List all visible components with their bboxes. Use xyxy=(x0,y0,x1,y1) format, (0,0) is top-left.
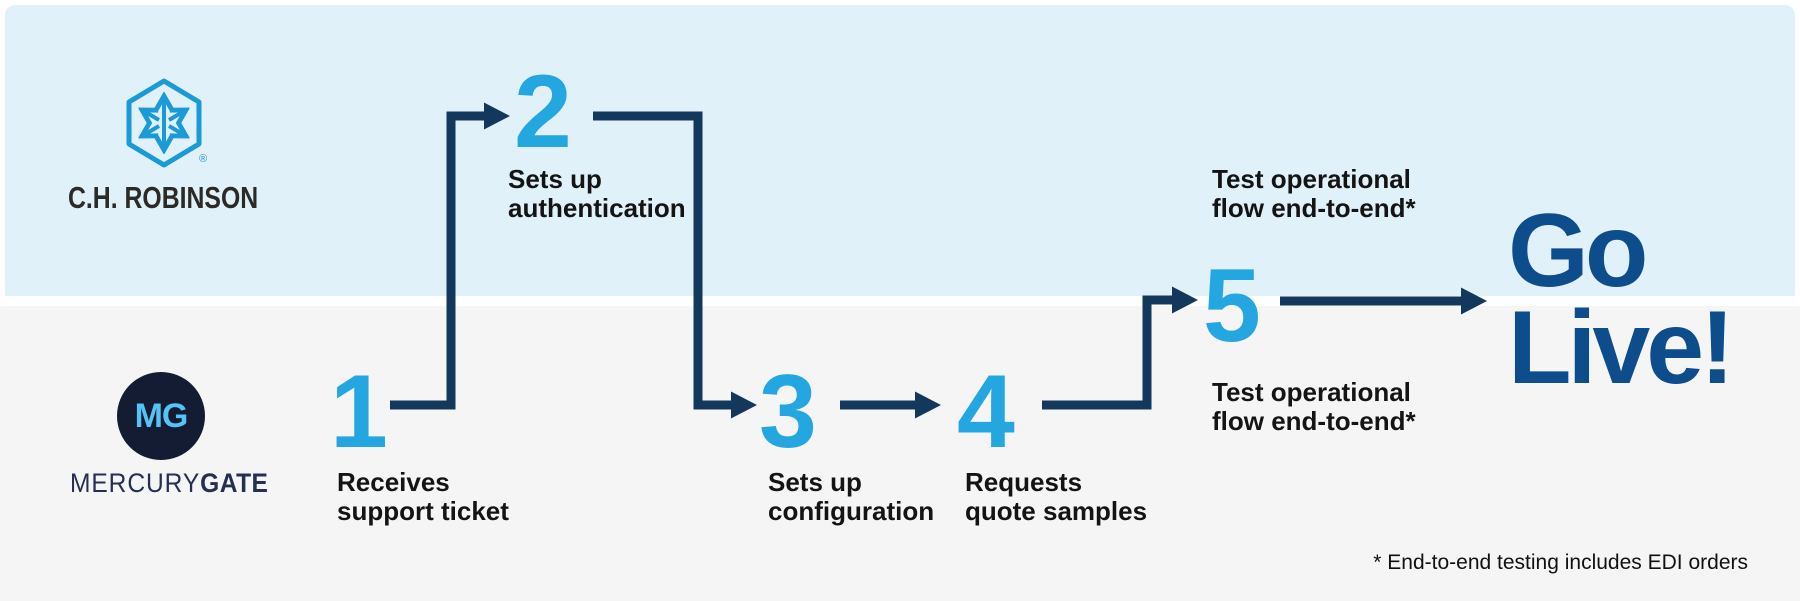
go-live-text: Go Live! xyxy=(1508,193,1735,406)
step-4-number: 4 xyxy=(957,354,1015,470)
connector-step3-to-step4-arrowhead xyxy=(915,391,941,419)
connector-step2-to-step3-arrowhead xyxy=(731,391,757,419)
step-4-label-line1: Requests xyxy=(965,467,1083,497)
step-3-number: 3 xyxy=(759,354,817,470)
step-2-number: 2 xyxy=(514,54,572,170)
step-1-number: 1 xyxy=(330,354,388,470)
lane-divider xyxy=(0,296,1800,306)
connector-step4-to-step5-line xyxy=(1042,295,1172,410)
mercurygate-wordmark-gate: GATE xyxy=(200,468,269,498)
mercurygate-lane xyxy=(0,306,1800,601)
step-3-label: Sets up configuration xyxy=(768,468,934,526)
connector-step1-to-step2-line xyxy=(390,111,484,410)
step-2-label: Sets up authentication xyxy=(508,165,686,223)
mercurygate-monogram-icon: MG xyxy=(117,372,205,460)
step-1-label: Receives support ticket xyxy=(337,468,509,526)
step-5-label-top-line2: flow end-to-end* xyxy=(1212,193,1416,223)
go-live-line1: Go xyxy=(1508,193,1648,309)
step-4-label: Requests quote samples xyxy=(965,468,1147,526)
step-5-label-bottom-line2: flow end-to-end* xyxy=(1212,406,1416,436)
step-3-label-line1: Sets up xyxy=(768,467,862,497)
step-1-label-line2: support ticket xyxy=(337,496,509,526)
footnote: * End-to-end testing includes EDI orders xyxy=(1373,551,1748,574)
step-5-label-top: Test operational flow end-to-end* xyxy=(1212,165,1416,223)
chrobinson-wordmark: C.H. ROBINSON xyxy=(68,180,259,215)
step-5-label-bottom: Test operational flow end-to-end* xyxy=(1212,378,1416,436)
go-live-line2: Live! xyxy=(1508,290,1735,406)
chr-registered-mark: ® xyxy=(199,153,208,165)
step-1-label-line1: Receives xyxy=(337,467,450,497)
chrobinson-lane xyxy=(5,5,1795,296)
connector-step2-to-step3-line xyxy=(593,111,731,410)
step-5-label-top-line1: Test operational xyxy=(1212,164,1411,194)
step-5-label-bottom-line1: Test operational xyxy=(1212,377,1411,407)
step-2-label-line1: Sets up xyxy=(508,164,602,194)
step-3-label-line2: configuration xyxy=(768,496,935,526)
mercurygate-wordmark: MERCURYGATE xyxy=(70,470,268,497)
chrobinson-hexagon-icon xyxy=(126,78,202,168)
step-2-label-line2: authentication xyxy=(508,193,686,223)
connector-step4-to-step5-arrowhead xyxy=(1172,286,1198,314)
mercurygate-wordmark-mercury: MERCURY xyxy=(70,468,201,498)
connector-step5-to-golive-arrowhead xyxy=(1461,287,1487,315)
mg-monogram-letters: MG xyxy=(134,396,189,435)
step-4-label-line2: quote samples xyxy=(965,496,1148,526)
connector-step1-to-step2-arrowhead xyxy=(484,102,510,130)
step-5-number: 5 xyxy=(1203,248,1261,364)
